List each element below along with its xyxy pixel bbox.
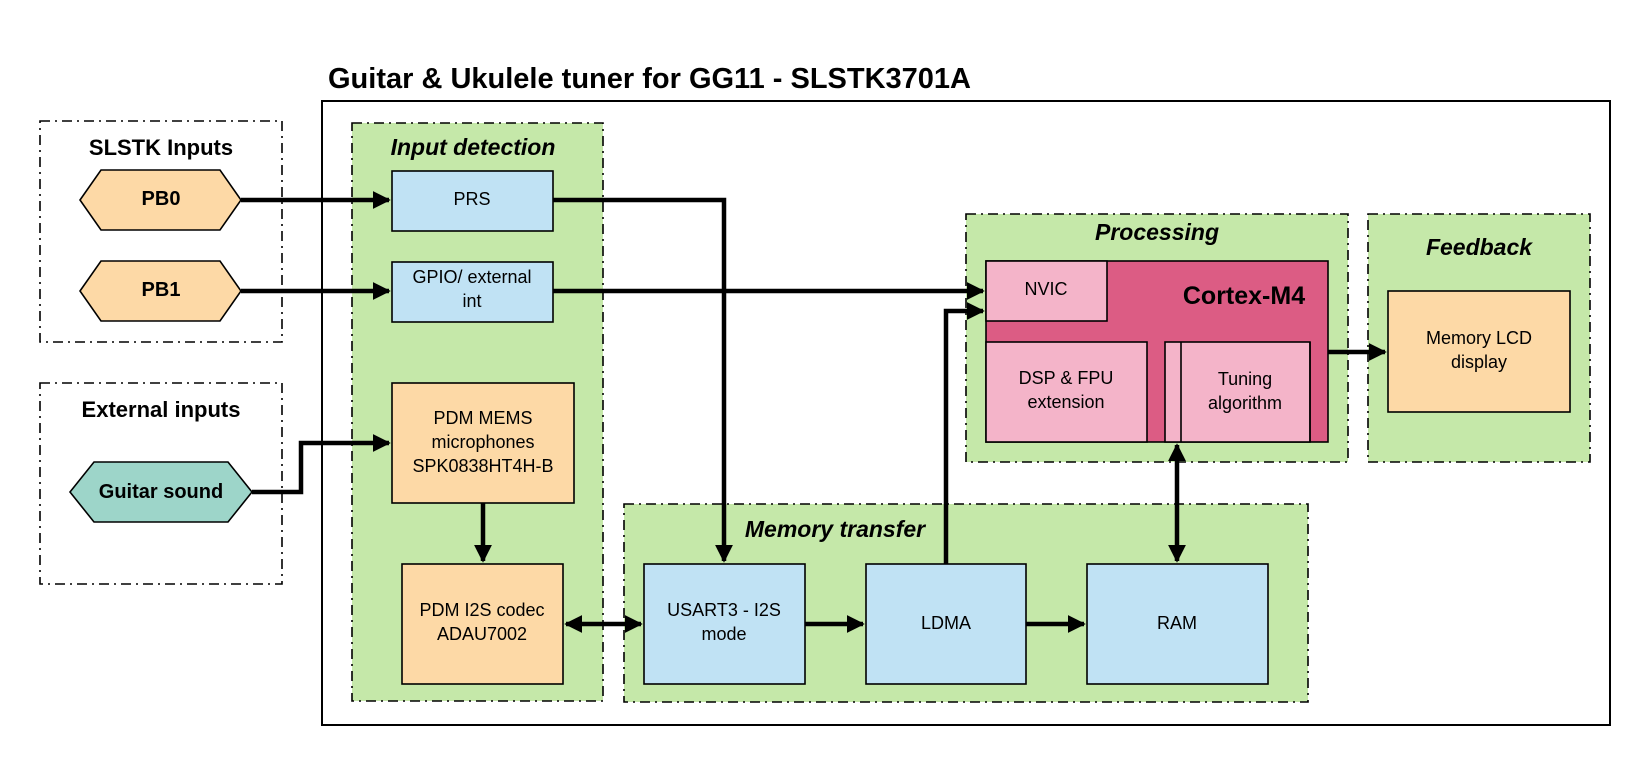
memory-lcd-label-line2: display (1451, 352, 1507, 372)
ldma-to-nvic-arrow (943, 302, 985, 564)
memory-lcd-label-line1: Memory LCD (1426, 328, 1532, 348)
cortex-m4-label: Cortex-M4 (1183, 282, 1305, 310)
usart3-label-line2: mode (701, 624, 746, 644)
pdm-codec-label-line2: ADAU7002 (437, 624, 527, 644)
memory-transfer-label: Memory transfer (745, 516, 926, 542)
gpio-block (391, 261, 554, 323)
pdm-mems-label-line1: PDM MEMS (434, 408, 533, 428)
slstk-inputs-label: SLSTK Inputs (89, 135, 233, 160)
ram-label: RAM (1157, 613, 1197, 633)
tuning-algorithm-block (1164, 341, 1311, 443)
pdm-mems-label-line3: SPK0838HT4H-B (412, 456, 553, 476)
prs-block (391, 170, 554, 232)
pb0-label: PB0 (142, 188, 181, 210)
memory-lcd-block (1387, 290, 1571, 413)
usart3-block (643, 563, 806, 685)
input-detection-label: Input detection (391, 134, 556, 160)
pb1-label: PB1 (142, 279, 181, 301)
external-inputs-label: External inputs (82, 397, 241, 422)
nvic-block (985, 260, 1108, 322)
tuning-algorithm-label-line2: algorithm (1208, 393, 1282, 413)
dsp-fpu-label-line1: DSP & FPU (1019, 368, 1114, 388)
guitar-to-mems-arrow (252, 434, 391, 495)
gpio-label-line2: int (462, 291, 481, 311)
dsp-fpu-label-line2: extension (1027, 392, 1104, 412)
usart3-label-line1: USART3 - I2S (667, 600, 781, 620)
feedback-label: Feedback (1426, 234, 1533, 260)
ldma-label: LDMA (921, 613, 971, 633)
dsp-fpu-block (985, 341, 1148, 443)
diagram-title: Guitar & Ukulele tuner for GG11 - SLSTK3… (328, 63, 971, 95)
pdm-codec-block (401, 563, 564, 685)
pdm-mems-label-line2: microphones (431, 432, 534, 452)
prs-label: PRS (453, 189, 490, 209)
system-frame (321, 100, 1611, 726)
ram-block (1086, 563, 1269, 685)
nvic-label: NVIC (1024, 279, 1067, 299)
tuning-algorithm-label-line1: Tuning (1218, 369, 1272, 389)
pdm-codec-label-line1: PDM I2S codec (419, 600, 544, 620)
prs-to-usart-arrow (553, 197, 733, 563)
processing-label: Processing (1095, 219, 1219, 245)
guitar-sound-label: Guitar sound (99, 481, 223, 503)
gpio-label-line1: GPIO/ external (412, 267, 531, 287)
